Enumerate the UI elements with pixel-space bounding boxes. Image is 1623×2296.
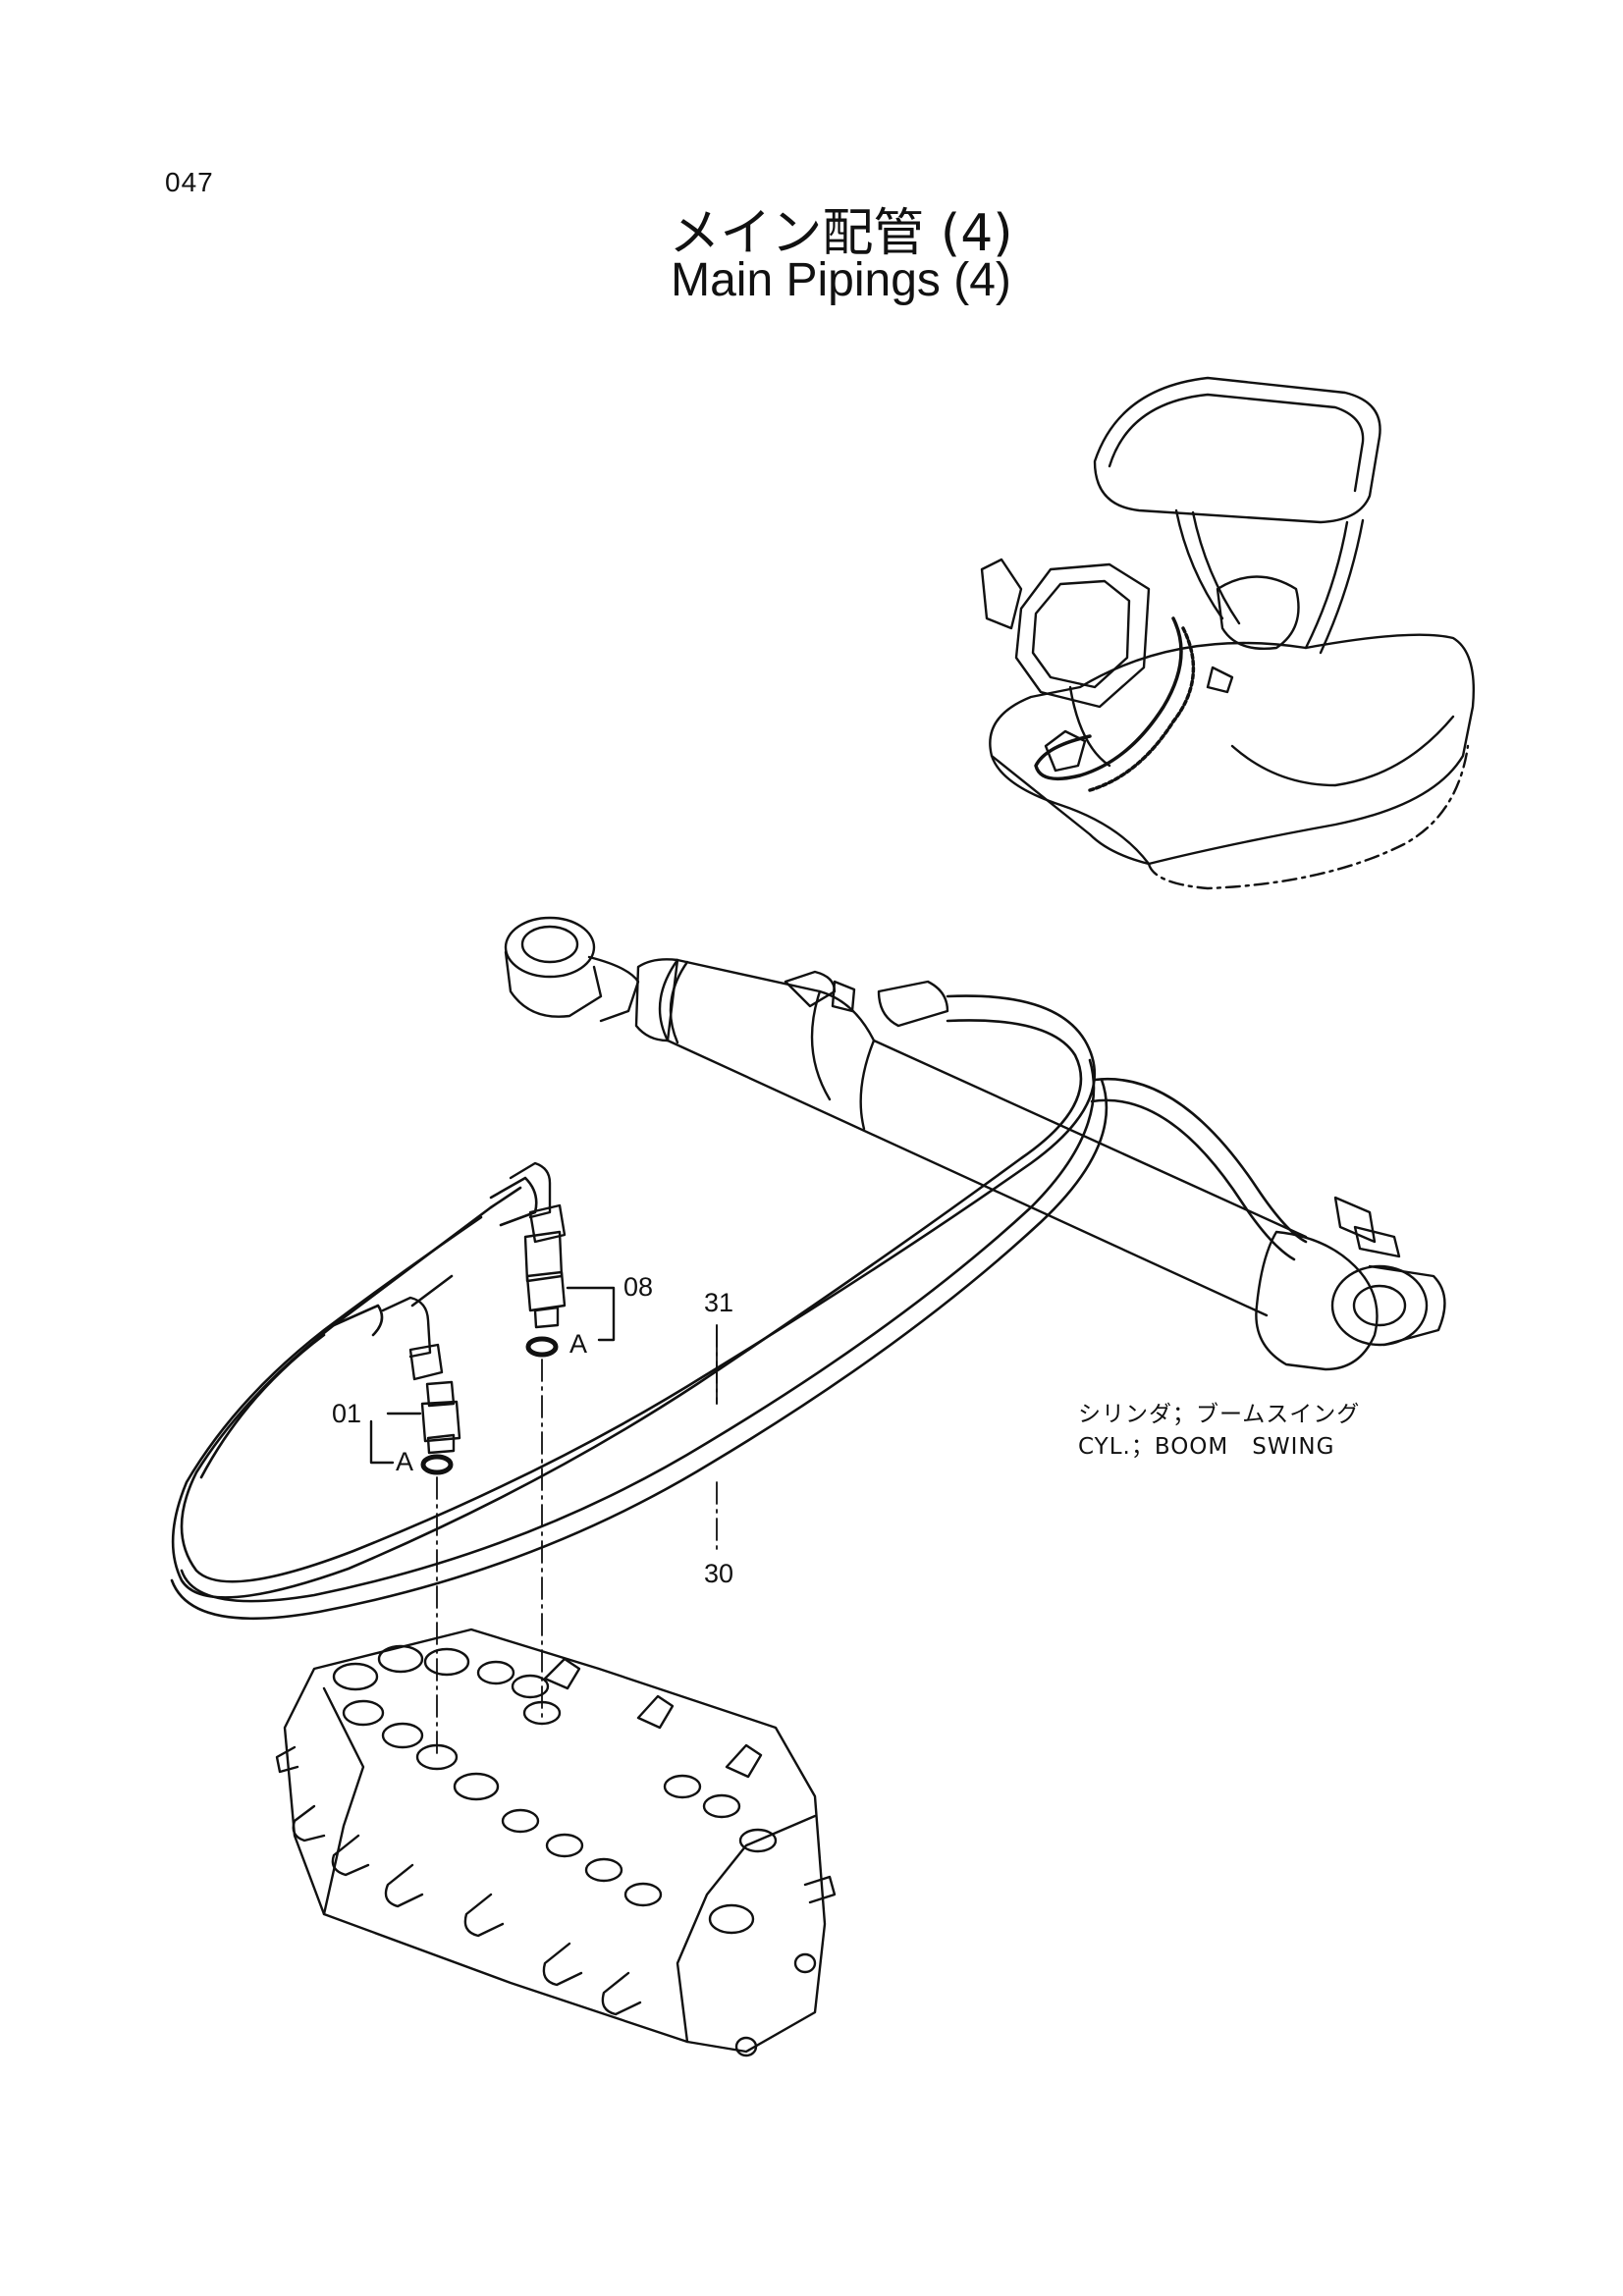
page-number: 047: [165, 167, 214, 197]
hoses-30-31: [170, 994, 1308, 1621]
callout-31: 31: [704, 1288, 734, 1317]
centerlines: [436, 1324, 718, 1758]
boom-swing-cylinder: [504, 916, 1446, 1371]
adapters: [369, 1230, 616, 1475]
callout-08: 08: [623, 1272, 654, 1302]
control-valve: [275, 1628, 837, 2057]
cylinder-caption: シリンダ；ブームスイング CYL.；BOOM SWING: [1078, 1399, 1360, 1465]
callout-a-upper: A: [569, 1329, 588, 1359]
cylinder-caption-english: CYL.；BOOM SWING: [1078, 1434, 1335, 1461]
elbow-fittings: [381, 1161, 567, 1381]
callout-30: 30: [704, 1559, 734, 1588]
callout-a-lower: A: [396, 1447, 414, 1476]
callout-01: 01: [332, 1399, 362, 1428]
excavator-overview: [980, 376, 1475, 890]
title-japanese: メイン配管 (4): [669, 204, 1013, 263]
title-english: Main Pipings (4): [671, 254, 1011, 306]
cylinder-caption-japanese: シリンダ；ブームスイング: [1078, 1402, 1361, 1427]
